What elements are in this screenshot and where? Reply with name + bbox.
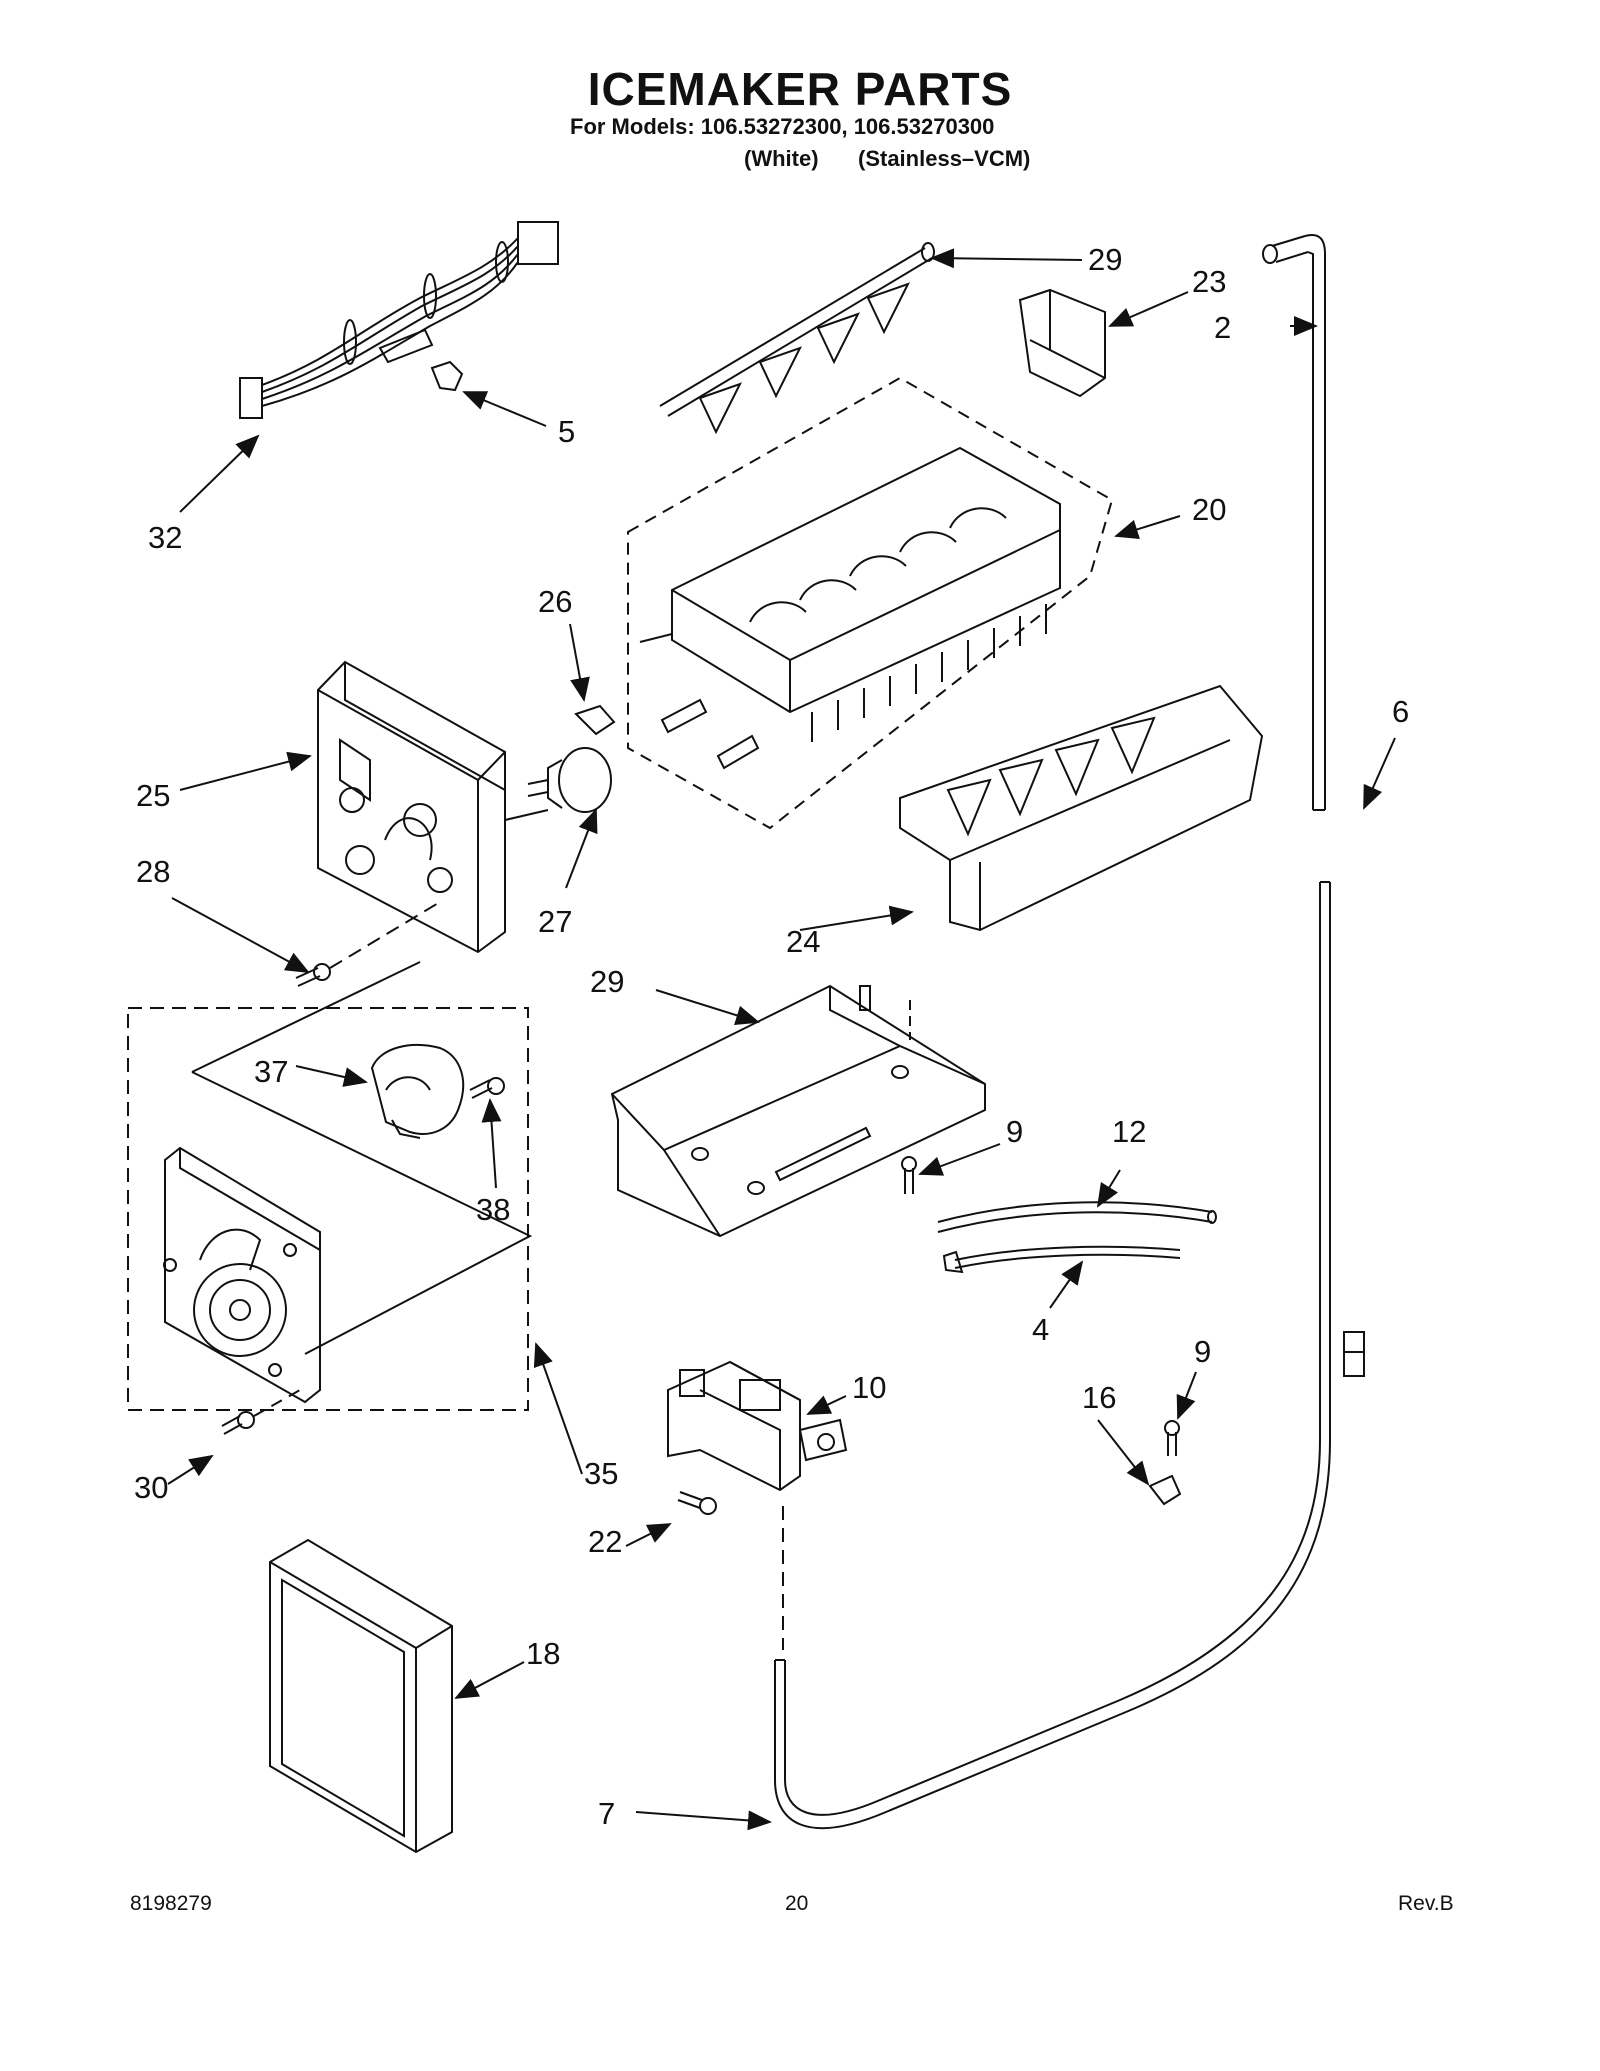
ejector-shaft-part bbox=[659, 242, 935, 435]
housing-to-thermostat-leader bbox=[504, 809, 549, 821]
callout-labels: 29 23 2 5 32 20 26 6 25 28 27 24 29 37 9… bbox=[134, 242, 1409, 1831]
tube-nut-part bbox=[1343, 1331, 1365, 1377]
page-title: ICEMAKER PARTS bbox=[587, 63, 1013, 115]
tube-4-part bbox=[942, 1245, 1181, 1274]
module-kit-outline-lines bbox=[191, 1071, 533, 1355]
callout-16: 16 bbox=[1082, 1380, 1116, 1415]
callout-23: 29 bbox=[1088, 242, 1122, 277]
callout-9-upper: 9 bbox=[1006, 1114, 1023, 1149]
mounting-screw-38-part bbox=[469, 1077, 505, 1099]
callout-26: 26 bbox=[538, 584, 572, 619]
callout-12: 12 bbox=[1112, 1114, 1146, 1149]
ice-mold-dashed-frame bbox=[627, 376, 1114, 830]
tube-12-part bbox=[937, 1201, 1217, 1233]
module-kit-dashed-frame bbox=[127, 1007, 529, 1411]
callout-18: 18 bbox=[526, 1636, 560, 1671]
thermostat-part bbox=[527, 747, 612, 813]
screw-28-dashed-guide bbox=[329, 901, 441, 969]
mounting-screw-30-part bbox=[221, 1411, 255, 1435]
variant-white: (White) bbox=[744, 146, 819, 171]
mounting-screw-9-upper-part bbox=[901, 1156, 917, 1194]
models-line: For Models: 106.53272300, 106.53270300 bbox=[570, 114, 995, 139]
callout-19: 22 bbox=[588, 1524, 622, 1559]
box-part bbox=[269, 1538, 453, 1854]
water-valve-part bbox=[667, 1360, 848, 1492]
callout-2: 2 bbox=[1214, 310, 1231, 345]
wire-clip-part bbox=[430, 360, 464, 392]
page-number: 20 bbox=[785, 1892, 809, 1915]
screw-30-dashed-guide bbox=[253, 1389, 301, 1417]
ice-mold-part bbox=[639, 446, 1061, 770]
callout-5: 5 bbox=[558, 414, 575, 449]
callout-9-lower: 9 bbox=[1194, 1334, 1211, 1369]
mounting-screw-19-part bbox=[677, 1491, 717, 1515]
callout-32: 32 bbox=[148, 520, 182, 555]
callout-37: 37 bbox=[254, 1054, 288, 1089]
callout-25: 25 bbox=[136, 778, 170, 813]
tube-clamp-part bbox=[1148, 1474, 1182, 1506]
fill-cup-part bbox=[1018, 288, 1106, 398]
module-assembly-part bbox=[163, 1146, 321, 1404]
cover-part bbox=[610, 984, 986, 1238]
ice-stripper-part bbox=[899, 684, 1264, 932]
callout-10: 10 bbox=[852, 1370, 886, 1405]
callout-leaders bbox=[167, 248, 1396, 1831]
callout-30: 30 bbox=[134, 1470, 168, 1505]
motor-part bbox=[370, 1044, 465, 1139]
thermostat-clip-part bbox=[574, 704, 616, 736]
module-housing-part bbox=[317, 660, 506, 954]
callout-22: 23 bbox=[1192, 264, 1226, 299]
callout-29: 29 bbox=[590, 964, 624, 999]
callout-35: 35 bbox=[584, 1456, 618, 1491]
callout-27: 27 bbox=[538, 904, 572, 939]
fill-tube-upper-part bbox=[1262, 234, 1326, 811]
callout-28: 28 bbox=[136, 854, 170, 889]
mounting-screw-28-part bbox=[295, 963, 331, 987]
wire-harness-part bbox=[239, 221, 559, 419]
callout-20: 20 bbox=[1192, 492, 1226, 527]
callout-38: 38 bbox=[476, 1192, 510, 1227]
revision: Rev.B bbox=[1398, 1892, 1454, 1915]
callout-24: 24 bbox=[786, 924, 820, 959]
callout-6: 6 bbox=[1392, 694, 1409, 729]
water-line-part bbox=[774, 881, 1331, 1830]
variant-stainless: (Stainless–VCM) bbox=[858, 146, 1031, 171]
callout-4: 4 bbox=[1032, 1312, 1049, 1347]
callout-7: 7 bbox=[598, 1796, 615, 1831]
doc-number: 8198279 bbox=[130, 1892, 212, 1915]
mounting-screw-9-lower-part bbox=[1164, 1420, 1180, 1456]
